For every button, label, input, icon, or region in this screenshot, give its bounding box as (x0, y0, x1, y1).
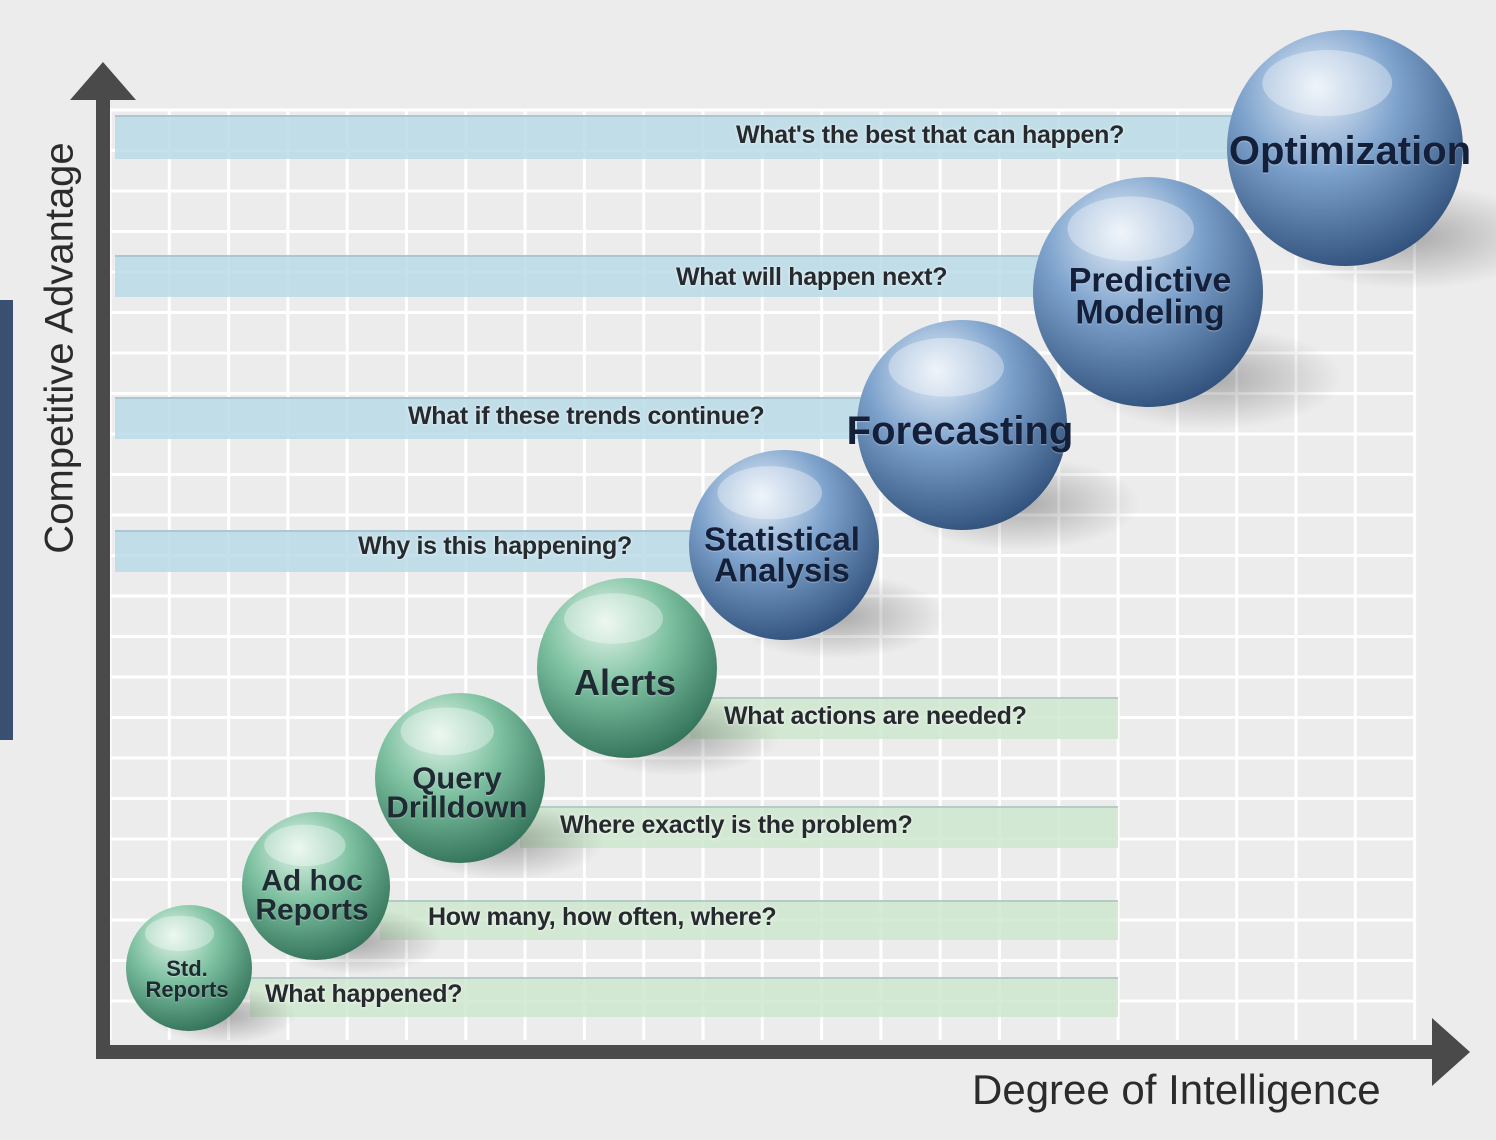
question-std-reports: What happened? (265, 980, 463, 1008)
sphere-label-alerts: Alerts (573, 661, 677, 703)
question-alerts: What actions are needed? (724, 702, 1027, 730)
sphere-label-optimization: Optimization (1228, 129, 1472, 173)
left-edge-bar (0, 300, 13, 740)
band-ad-hoc-reports (380, 900, 1118, 940)
band-std-reports (250, 977, 1118, 1017)
question-predictive-modeling: What will happen next? (676, 263, 948, 291)
question-forecasting: What if these trends continue? (408, 402, 765, 430)
band-statistical-analysis (115, 530, 735, 572)
sphere-label-predictive-modeling: Predictive Modeling (1068, 261, 1232, 332)
question-statistical-analysis: Why is this happening? (358, 532, 632, 560)
sphere-label-query-drilldown: Query Drilldown (386, 760, 528, 825)
question-ad-hoc-reports: How many, how often, where? (428, 903, 777, 931)
y-axis-title: Competitive Advantage (37, 142, 82, 554)
sphere-std-reports (126, 905, 297, 1044)
x-axis-title: Degree of Intelligence (972, 1066, 1381, 1113)
question-query-drilldown: Where exactly is the problem? (560, 811, 913, 839)
y-axis-arrow (70, 62, 136, 100)
sphere-statistical-analysis (689, 450, 946, 659)
sphere-label-forecasting: Forecasting (846, 409, 1074, 453)
band-predictive-modeling (115, 255, 1115, 297)
sphere-optimization (1227, 30, 1496, 290)
sphere-label-std-reports: Std. Reports (145, 956, 229, 1002)
sphere-query-drilldown (375, 693, 605, 880)
band-forecasting (115, 397, 915, 439)
band-query-drilldown (520, 806, 1118, 848)
question-optimization: What's the best that can happen? (736, 121, 1125, 149)
x-axis-arrow (1432, 1018, 1470, 1086)
sphere-label-ad-hoc-reports: Ad hoc Reports (255, 864, 369, 926)
sphere-forecasting (857, 320, 1141, 551)
sphere-alerts (537, 578, 780, 776)
sphere-predictive-modeling (1033, 177, 1344, 430)
band-optimization (115, 115, 1315, 159)
sphere-ad-hoc-reports (242, 812, 442, 975)
sphere-label-statistical-analysis: Statistical Analysis (704, 520, 860, 589)
